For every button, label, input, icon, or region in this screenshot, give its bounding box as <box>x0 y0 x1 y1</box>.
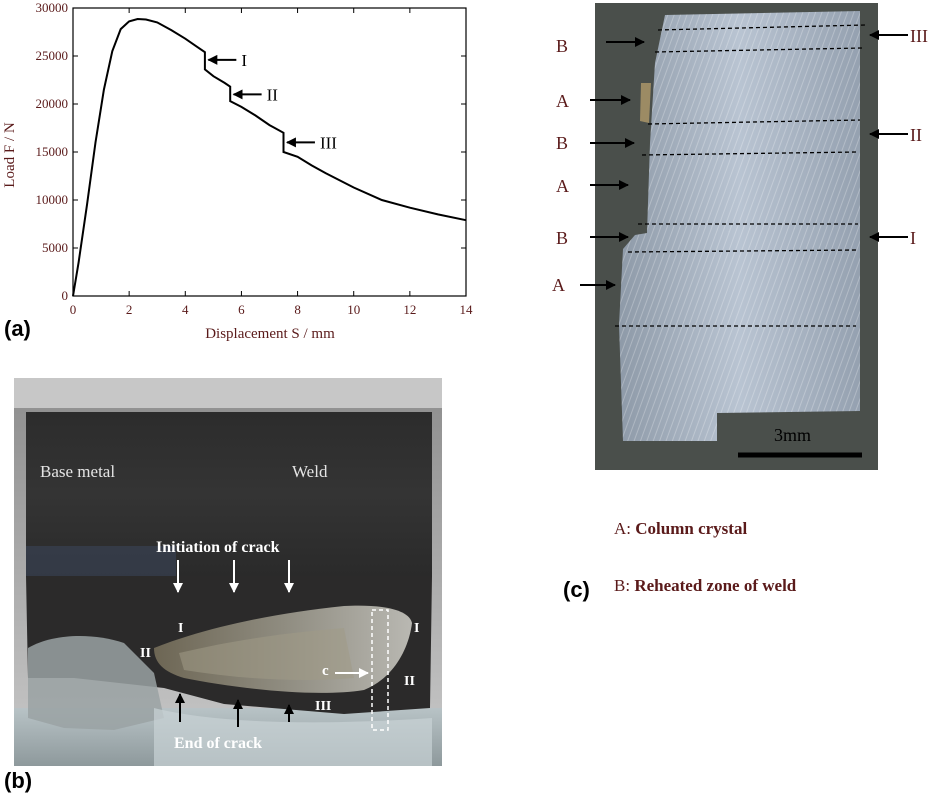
y-axis-label: Load F / N <box>2 122 18 188</box>
base-metal-label: Base metal <box>40 462 116 481</box>
annotation-label: I <box>241 51 247 70</box>
left-label-3: B <box>556 133 569 153</box>
panel-label-a: (a) <box>4 316 31 341</box>
initiation-of-crack-label: Initiation of crack <box>156 539 280 556</box>
x-tick-label: 2 <box>126 302 133 317</box>
right-label-I: I <box>910 228 916 248</box>
x-tick-label: 6 <box>238 302 245 317</box>
end-of-crack-label: End of crack <box>174 735 262 752</box>
fracture-photo-b <box>14 378 442 766</box>
right-label-III: III <box>910 26 928 46</box>
scale-bar-label: 3mm <box>774 425 812 445</box>
tick-labels: 0 2 4 6 8 10 12 14 0 5000 10000 15000 20000 25000 3000… <box>36 0 474 317</box>
right-label-II: II <box>910 125 922 145</box>
legend-key-b-text: Reheated zone of weld <box>634 576 797 595</box>
chart-panel: 0 2 4 6 8 10 12 14 0 5000 10000 15000 20000 25000 3000… <box>0 0 480 350</box>
panel-c-overlay <box>580 24 908 458</box>
legend-key-b: B: Reheated zone of weld <box>614 576 796 596</box>
specimen-photo-c <box>595 3 878 470</box>
right-zone-arrows <box>869 30 908 242</box>
zone-II-right-label: II <box>404 674 415 689</box>
zone-I-right-label: I <box>414 621 420 636</box>
panel-b-arrows <box>173 583 389 731</box>
y-tick-label: 10000 <box>36 192 69 207</box>
zone-III-label: III <box>315 699 332 714</box>
annotation-label: II <box>267 85 279 104</box>
x-axis-label: Displacement S / mm <box>205 326 335 342</box>
zone-I-left-label: I <box>178 621 184 636</box>
axes <box>72 7 467 297</box>
y-tick-label: 0 <box>62 288 69 303</box>
legend-key-a: A: Column crystal <box>614 519 747 539</box>
x-tick-label: 8 <box>294 302 301 317</box>
y-tick-label: 20000 <box>36 96 69 111</box>
panel-label-c: (c) <box>563 577 590 602</box>
y-tick-label: 15000 <box>36 144 69 159</box>
specimen-photo-image <box>595 3 878 470</box>
legend-key-a-prefix: A: <box>614 519 636 538</box>
annotation-label: III <box>320 133 337 152</box>
left-label-5: B <box>556 228 569 248</box>
load-displacement-chart: 0 2 4 6 8 10 12 14 0 5000 10000 15000 20000 25000 3000… <box>2 0 474 342</box>
c-region-box <box>371 609 389 731</box>
legend-key-b-prefix: B: <box>614 576 635 595</box>
x-tick-label: 4 <box>182 302 189 317</box>
y-tick-label: 5000 <box>42 240 68 255</box>
x-tick-label: 12 <box>403 302 416 317</box>
fracture-photo-image <box>14 378 442 766</box>
series-line <box>72 17 467 297</box>
panel-label-b: (b) <box>4 768 33 793</box>
zone-boundary-lines <box>615 24 866 327</box>
x-tick-label: 14 <box>460 302 474 317</box>
y-tick-label: 30000 <box>36 0 69 15</box>
left-label-6: A <box>552 275 565 295</box>
x-tick-label: 10 <box>347 302 360 317</box>
zone-II-left-label: II <box>140 646 151 661</box>
y-tick-label: 25000 <box>36 48 69 63</box>
weld-label: Weld <box>292 462 328 481</box>
left-label-2: A <box>556 91 569 111</box>
left-zone-arrows <box>580 37 645 290</box>
marker-c-label: c <box>322 663 329 679</box>
x-tick-label: 0 <box>70 302 77 317</box>
left-label-1: B <box>556 36 569 56</box>
left-label-4: A <box>556 176 569 196</box>
legend-key-a-text: Column crystal <box>635 519 748 538</box>
